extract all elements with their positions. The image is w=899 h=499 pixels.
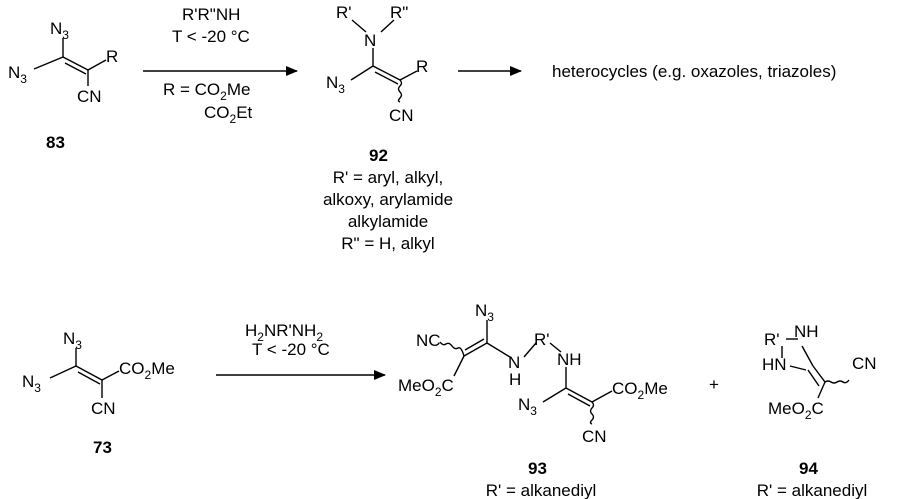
ester-group: MeO2C — [768, 399, 824, 422]
r-definition: R = CO2Me — [163, 80, 250, 103]
compound-label: 73 — [93, 438, 112, 457]
azide-group: N3 — [63, 329, 82, 352]
bond — [49, 365, 77, 379]
azide-group: N3 — [326, 73, 345, 96]
double-bond — [807, 369, 820, 387]
substituent-note: alkylamide — [348, 212, 428, 231]
compound-94: R' NH HN CN MeO2C 94 R' = alkanediyl — [757, 322, 877, 499]
substituent-note: R' = aryl, alkyl, — [333, 168, 443, 187]
compound-label: 83 — [46, 133, 65, 152]
r-definition: CO2Et — [204, 103, 253, 126]
bond — [399, 70, 418, 81]
compound-label: 92 — [369, 146, 388, 165]
amine-group: NH — [794, 322, 819, 341]
azide-group: N3 — [518, 395, 537, 418]
nitrile-group: CN — [852, 354, 877, 373]
bond — [453, 355, 465, 377]
bond — [87, 59, 107, 71]
bond — [591, 390, 613, 403]
amine-hydrogen: H — [509, 370, 521, 389]
nitrile-group: CN — [389, 106, 414, 125]
nitrile-group: CN — [91, 399, 116, 418]
linker-group: R' — [764, 330, 780, 349]
amine-nitrogen: N — [508, 353, 520, 372]
r-group: R — [416, 57, 428, 76]
nitrile-group: CN — [582, 427, 607, 446]
compound-label: 93 — [528, 459, 547, 478]
ester-group: CO2Me — [612, 379, 668, 402]
amine-nitrogen: N — [364, 31, 376, 50]
double-bond — [77, 371, 101, 385]
bond — [101, 370, 120, 381]
ester-group: MeO2C — [398, 376, 454, 399]
double-bond — [62, 56, 89, 71]
azide-group: N3 — [22, 372, 41, 395]
double-bond — [463, 342, 488, 357]
compound-73: N3 N3 CO2Me CN 73 — [22, 329, 175, 457]
bond — [350, 65, 374, 81]
bond — [817, 381, 826, 399]
nitrile-group: CN — [77, 87, 102, 106]
wavy-bond — [824, 379, 850, 384]
bond — [801, 345, 814, 367]
r-group: R — [106, 47, 118, 66]
double-bond — [64, 62, 87, 75]
double-bond — [372, 65, 401, 81]
reagent-text: R'R"NH — [182, 5, 240, 24]
ester-group: CO2Me — [119, 359, 175, 382]
bond — [351, 19, 367, 33]
product-text: heterocycles (e.g. oxazoles, triazoles) — [552, 62, 836, 81]
reaction-1-conditions: R'R"NH T < -20 °C R = CO2Me CO2Et — [143, 5, 298, 126]
bond — [542, 387, 567, 403]
compound-label: 94 — [799, 459, 818, 478]
nitrile-group: NC — [416, 331, 441, 350]
bond — [380, 19, 395, 33]
condition-text: T < -20 °C — [172, 27, 250, 46]
double-bond — [565, 387, 593, 403]
substituent-note: R' = alkanediyl — [486, 481, 597, 499]
reaction-2-conditions: H2NR'NH2 T < -20 °C — [216, 321, 386, 380]
compound-83: N3 N3 R CN 83 — [8, 19, 118, 152]
wavy-bond — [589, 401, 595, 425]
double-bond — [812, 365, 826, 383]
double-bond — [567, 393, 591, 407]
condition-text: T < -20 °C — [252, 340, 330, 359]
amine-group: HN — [762, 355, 787, 374]
double-bond — [374, 71, 399, 85]
azide-group: N3 — [475, 301, 494, 324]
plus-sign: + — [709, 375, 719, 394]
r2-group: R" — [390, 3, 408, 22]
azide-group: N3 — [50, 19, 69, 42]
r1-group: R' — [336, 3, 352, 22]
bond — [549, 342, 562, 353]
wavy-bond — [397, 79, 403, 103]
bond — [789, 365, 807, 371]
linker-group: R' — [534, 330, 550, 349]
substituent-note: alkoxy, arylamide — [323, 190, 453, 209]
azide-group: N3 — [8, 63, 27, 86]
wavy-bond — [439, 341, 465, 357]
double-bond — [75, 365, 103, 381]
bond — [486, 342, 511, 358]
compound-93: N3 NC N H R' NH MeO2C N3 CO2Me CN 93 R' … — [398, 301, 668, 499]
reagent-text: H2NR'NH2 — [245, 321, 323, 344]
substituent-note: R" = H, alkyl — [341, 234, 434, 253]
bond — [33, 56, 64, 70]
compound-92: R' N R" N3 R CN 92 R' = aryl, alkyl, alk… — [323, 3, 453, 253]
bond — [523, 342, 537, 358]
substituent-note: R' = alkanediyl — [757, 481, 868, 499]
double-bond — [464, 338, 485, 351]
amine-group: NH — [557, 350, 582, 369]
